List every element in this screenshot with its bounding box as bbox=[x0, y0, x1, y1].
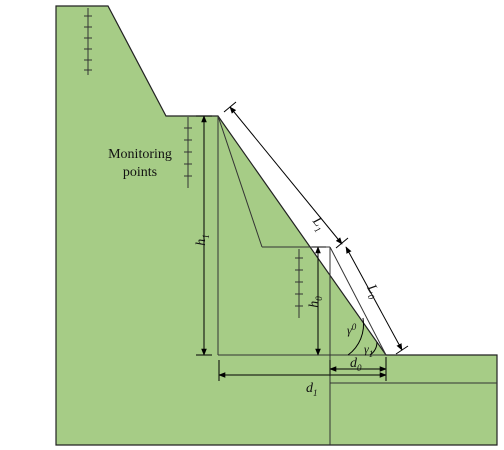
h1-main: h bbox=[194, 239, 209, 246]
gamma1-arc bbox=[369, 341, 378, 356]
gamma1-main: γ bbox=[364, 342, 369, 356]
label-gamma1: γ1 bbox=[364, 342, 373, 359]
h0-sub: 0 bbox=[314, 296, 324, 301]
svg-text:h0: h0 bbox=[307, 296, 324, 308]
d1-main: d bbox=[306, 381, 314, 396]
d1-sub: 1 bbox=[313, 388, 318, 398]
monitoring-label-line1: Monitoring bbox=[108, 147, 172, 162]
gamma0-sub: 0 bbox=[352, 322, 357, 332]
monitoring-point-markers bbox=[84, 8, 303, 318]
monitoring-label-line2: points bbox=[123, 165, 157, 180]
label-d0: d0 bbox=[350, 356, 362, 373]
label-d1: d1 bbox=[306, 381, 318, 398]
svg-text:h1: h1 bbox=[194, 234, 211, 246]
h0-main: h bbox=[307, 301, 322, 308]
h1-sub: 1 bbox=[201, 234, 211, 239]
dimension-lines bbox=[196, 101, 409, 381]
svg-text:L0: L0 bbox=[361, 281, 383, 301]
L1-sub: 1 bbox=[312, 225, 323, 235]
label-h0: h0 bbox=[307, 296, 324, 308]
slope-body bbox=[55, 5, 498, 446]
L0-sub: 0 bbox=[366, 292, 377, 301]
d0-main: d bbox=[350, 356, 358, 371]
label-L0: L0 bbox=[361, 281, 383, 301]
gamma1-sub: 1 bbox=[369, 349, 374, 359]
d0-sub: 0 bbox=[357, 363, 362, 373]
gamma0-arc bbox=[347, 317, 364, 356]
L0-dimension bbox=[345, 246, 403, 351]
L1-dimension bbox=[229, 106, 343, 245]
gamma0-main: γ bbox=[347, 323, 352, 337]
label-gamma0: γ0 bbox=[347, 322, 357, 337]
label-h1: h1 bbox=[194, 234, 211, 246]
